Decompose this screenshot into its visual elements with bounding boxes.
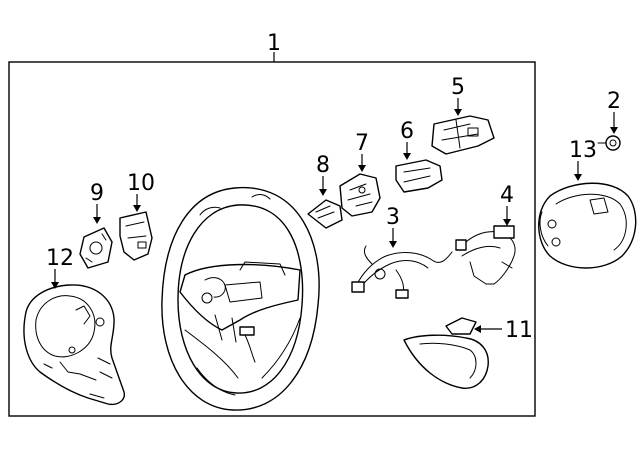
callout-12: 12 xyxy=(46,246,74,271)
callout-11: 11 xyxy=(505,318,533,343)
callout-6: 6 xyxy=(400,119,414,144)
trim-11-part[interactable] xyxy=(403,317,489,389)
switch-5-part[interactable] xyxy=(431,115,495,155)
callout-8: 8 xyxy=(316,153,330,178)
bracket-10-part[interactable] xyxy=(119,211,153,261)
rear-cover-part[interactable] xyxy=(23,284,125,406)
switch-8-part[interactable] xyxy=(307,199,343,229)
screw-part[interactable] xyxy=(597,135,621,151)
wiring-harness-part[interactable] xyxy=(351,245,453,299)
callout-5: 5 xyxy=(451,75,465,100)
callout-3: 3 xyxy=(386,205,400,230)
callout-13: 13 xyxy=(569,138,597,163)
callout-10: 10 xyxy=(127,171,155,196)
steering-wheel-part[interactable] xyxy=(161,187,320,411)
callout-7: 7 xyxy=(355,131,369,156)
callout-9: 9 xyxy=(90,181,104,206)
callout-1: 1 xyxy=(267,31,281,56)
switch-7-part[interactable] xyxy=(339,173,381,217)
switch-9-part[interactable] xyxy=(79,227,113,269)
harness-4-part[interactable] xyxy=(455,225,516,285)
switch-6-part[interactable] xyxy=(395,159,443,193)
callout-2: 2 xyxy=(607,89,621,114)
assembly-box xyxy=(8,52,536,417)
airbag-module-part[interactable] xyxy=(538,182,637,269)
callouts: 1 2 3 4 5 6 7 8 9 10 11 12 13 xyxy=(46,31,621,343)
callout-4: 4 xyxy=(500,183,514,208)
